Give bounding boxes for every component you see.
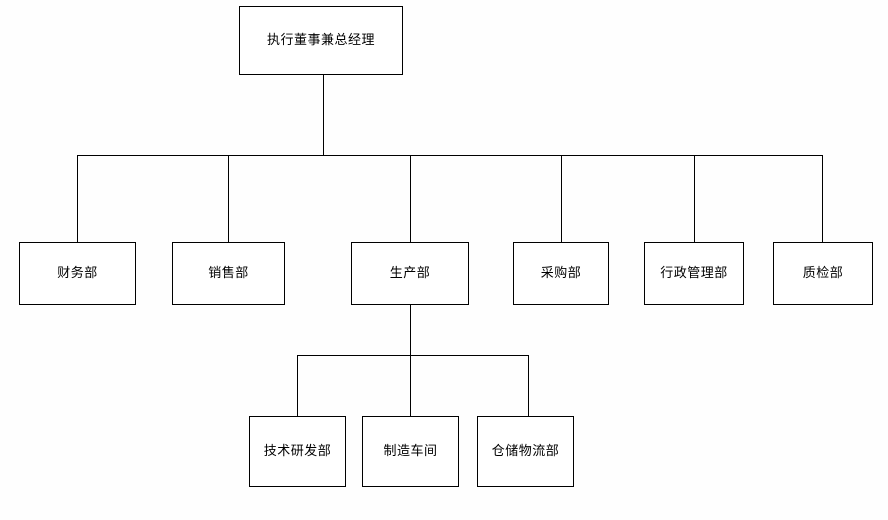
node-administration-label: 行政管理部 [660,266,728,281]
connector-drop-sales [228,155,229,242]
connector-drop-production [410,155,411,242]
node-root[interactable]: 执行董事兼总经理 [239,6,403,75]
connector-level2-bus [77,155,822,156]
connector-production-drop [410,305,411,356]
node-manufacturing-workshop-label: 制造车间 [383,444,438,459]
node-finance[interactable]: 财务部 [19,242,136,305]
node-manufacturing-workshop[interactable]: 制造车间 [362,416,459,487]
connector-level3-bus [297,355,529,356]
node-warehouse-logistics[interactable]: 仓储物流部 [477,416,574,487]
node-quality-inspection[interactable]: 质检部 [773,242,873,305]
node-rnd[interactable]: 技术研发部 [249,416,346,487]
node-warehouse-logistics-label: 仓储物流部 [491,444,560,459]
node-sales[interactable]: 销售部 [172,242,285,305]
node-root-label: 执行董事兼总经理 [266,33,375,48]
node-procurement[interactable]: 采购部 [513,242,609,305]
node-administration[interactable]: 行政管理部 [644,242,744,305]
connector-drop-quality [822,155,823,242]
connector-drop-procurement [561,155,562,242]
node-rnd-label: 技术研发部 [263,444,332,459]
node-production[interactable]: 生产部 [351,242,469,305]
node-sales-label: 销售部 [208,266,249,281]
node-production-label: 生产部 [389,266,431,281]
connector-root-drop [323,75,324,156]
connector-drop-rnd [297,355,298,417]
node-quality-inspection-label: 质检部 [802,266,844,281]
connector-drop-finance [77,155,78,242]
node-procurement-label: 采购部 [540,266,582,281]
connector-drop-administration [694,155,695,242]
connector-drop-warehouse [528,355,529,417]
connector-drop-workshop [410,355,411,417]
node-finance-label: 财务部 [57,266,98,281]
